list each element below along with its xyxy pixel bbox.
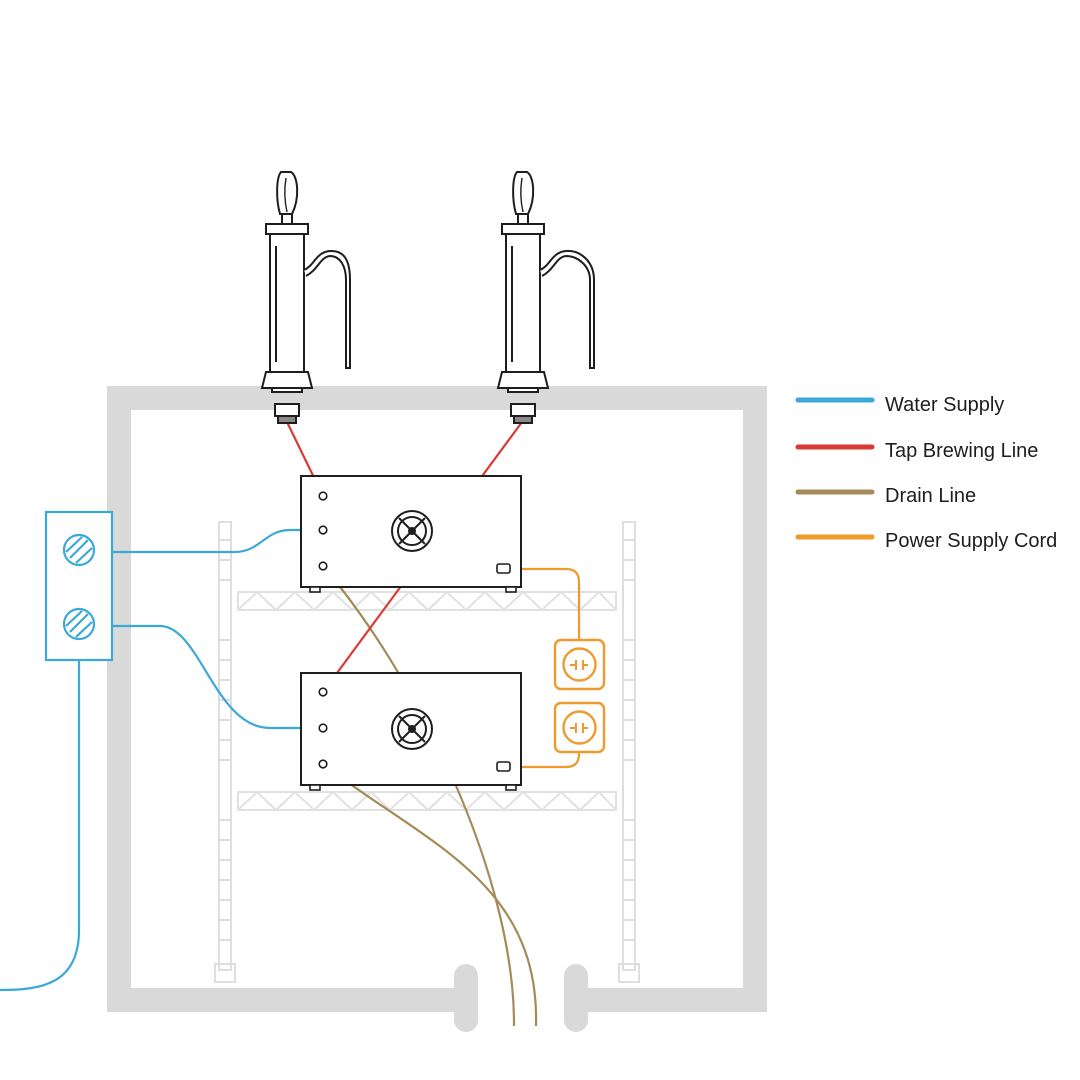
- water-line-upper-unit: [112, 528, 322, 554]
- brewing-unit-lower: [300, 672, 522, 791]
- power-supply-cords: [510, 567, 581, 769]
- legend-label: Power Supply Cord: [885, 530, 1057, 552]
- legend-label: Tap Brewing Line: [885, 440, 1038, 462]
- beer-tap-icon: [496, 171, 595, 424]
- power-cord-upper-unit: [510, 567, 581, 640]
- water-valve-panel: [44, 510, 114, 662]
- legend-item-power-supply-cord: Power Supply Cord: [795, 530, 1057, 552]
- legend-label: Drain Line: [885, 485, 976, 507]
- water-valve-icon: [62, 533, 96, 567]
- rack-post-left: [214, 521, 236, 983]
- fan-icon: [391, 510, 433, 552]
- water-valve-icon: [62, 607, 96, 641]
- shelf-upper: [237, 590, 617, 612]
- drain-line-lower-unit: [322, 763, 538, 1027]
- power-outlet-icon: [553, 638, 606, 691]
- water-supply-lines: [0, 528, 322, 992]
- beer-tap-icon: [260, 171, 351, 424]
- water-line-lower-unit: [112, 624, 322, 730]
- legend-item-drain-line: Drain Line: [795, 485, 976, 507]
- legend-item-water-supply: Water Supply: [795, 394, 1004, 416]
- cabinet-enclosure: [107, 386, 767, 1032]
- fan-icon: [391, 708, 433, 750]
- legend-label: Water Supply: [885, 394, 1004, 416]
- drain-line-upper-unit: [322, 565, 516, 1027]
- water-main-inlet: [0, 660, 81, 992]
- power-outlet-icon: [553, 701, 606, 754]
- legend: Water Supply Tap Brewing Line Drain Line…: [795, 394, 1057, 552]
- drain-lines: [322, 565, 538, 1027]
- shelving-rack: [214, 521, 640, 983]
- power-cord-lower-unit: [510, 752, 581, 769]
- shelf-lower: [237, 790, 617, 812]
- rack-post-right: [618, 521, 640, 983]
- brewing-unit-upper: [300, 475, 522, 593]
- legend-item-tap-brewing-line: Tap Brewing Line: [795, 440, 1038, 462]
